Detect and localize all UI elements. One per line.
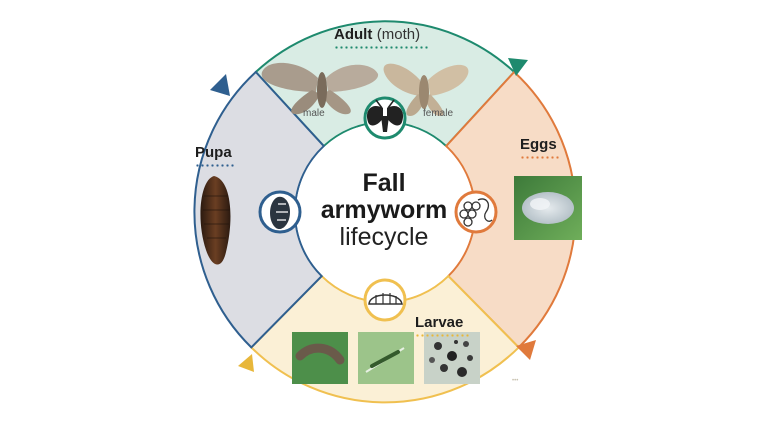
eggs-title: Eggs <box>520 136 557 153</box>
adult-subtitle: (moth) <box>376 26 421 43</box>
center-title-line1: Fall <box>362 169 406 197</box>
center-title-line2: armyworm <box>320 196 448 224</box>
female-moth-photo <box>383 63 469 116</box>
male-moth-photo <box>261 62 379 115</box>
adult-dotted-underline <box>334 46 430 49</box>
larva-photo-2 <box>358 332 414 384</box>
center-title-line3: lifecycle <box>339 223 429 251</box>
arrow-pupa-to-adult <box>210 74 230 96</box>
larva-photo-3 <box>424 332 480 384</box>
photo-credit-mark: ••• <box>512 378 518 384</box>
moth-icon <box>363 96 407 140</box>
female-label: female <box>423 108 454 119</box>
eggs-dotted-underline <box>520 156 560 159</box>
male-label: male <box>303 108 325 119</box>
pupa-title: Pupa <box>195 144 232 161</box>
eggs-photo <box>514 176 582 240</box>
larvae-title: Larvae <box>415 314 464 331</box>
eggs-label: Eggs <box>520 136 560 159</box>
arrow-larvae-to-pupa <box>238 354 254 372</box>
larvae-label: Larvae <box>415 314 469 337</box>
arrow-eggs-to-larvae <box>516 340 536 360</box>
eggs-sector <box>444 70 577 349</box>
adult-label: Adult (moth) <box>334 26 430 49</box>
pupa-photo <box>200 176 231 265</box>
adult-title: Adult <box>334 26 373 43</box>
pupa-label: Pupa <box>195 144 235 167</box>
arrow-adult-to-eggs <box>508 58 528 76</box>
pupa-dotted-underline <box>195 164 235 167</box>
center-title: Fall armyworm lifecycle <box>294 170 474 251</box>
larvae-dotted-underline <box>415 334 469 337</box>
larva-photo-1 <box>292 332 348 384</box>
center-circle <box>296 123 474 301</box>
adult-sector <box>254 20 516 148</box>
pupa-icon <box>258 190 302 234</box>
eggs-icon <box>454 190 498 234</box>
larva-icon <box>363 278 407 322</box>
